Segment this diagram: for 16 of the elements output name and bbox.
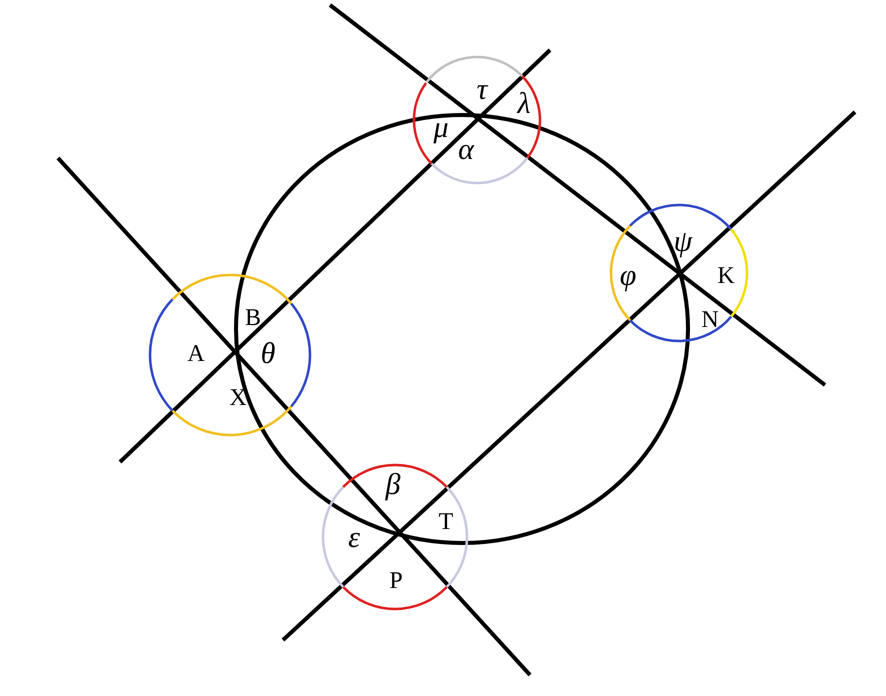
angle-label: ψ bbox=[674, 227, 692, 257]
point-label: T bbox=[438, 510, 454, 534]
point-label: A bbox=[187, 342, 205, 366]
angle-label: ε bbox=[348, 523, 360, 553]
angle-label: λ bbox=[518, 89, 530, 119]
point-label: X bbox=[229, 386, 247, 410]
point-label: P bbox=[389, 569, 403, 593]
angle-label: α bbox=[458, 135, 474, 165]
angle-label: φ bbox=[620, 261, 636, 291]
angle-label: μ bbox=[433, 113, 449, 143]
angle-label: τ bbox=[476, 75, 488, 105]
point-label: B bbox=[245, 306, 261, 330]
angle-label: θ bbox=[260, 339, 276, 369]
point-label: N bbox=[701, 308, 719, 332]
angle-label: β bbox=[386, 470, 400, 500]
point-label: K bbox=[717, 264, 735, 288]
